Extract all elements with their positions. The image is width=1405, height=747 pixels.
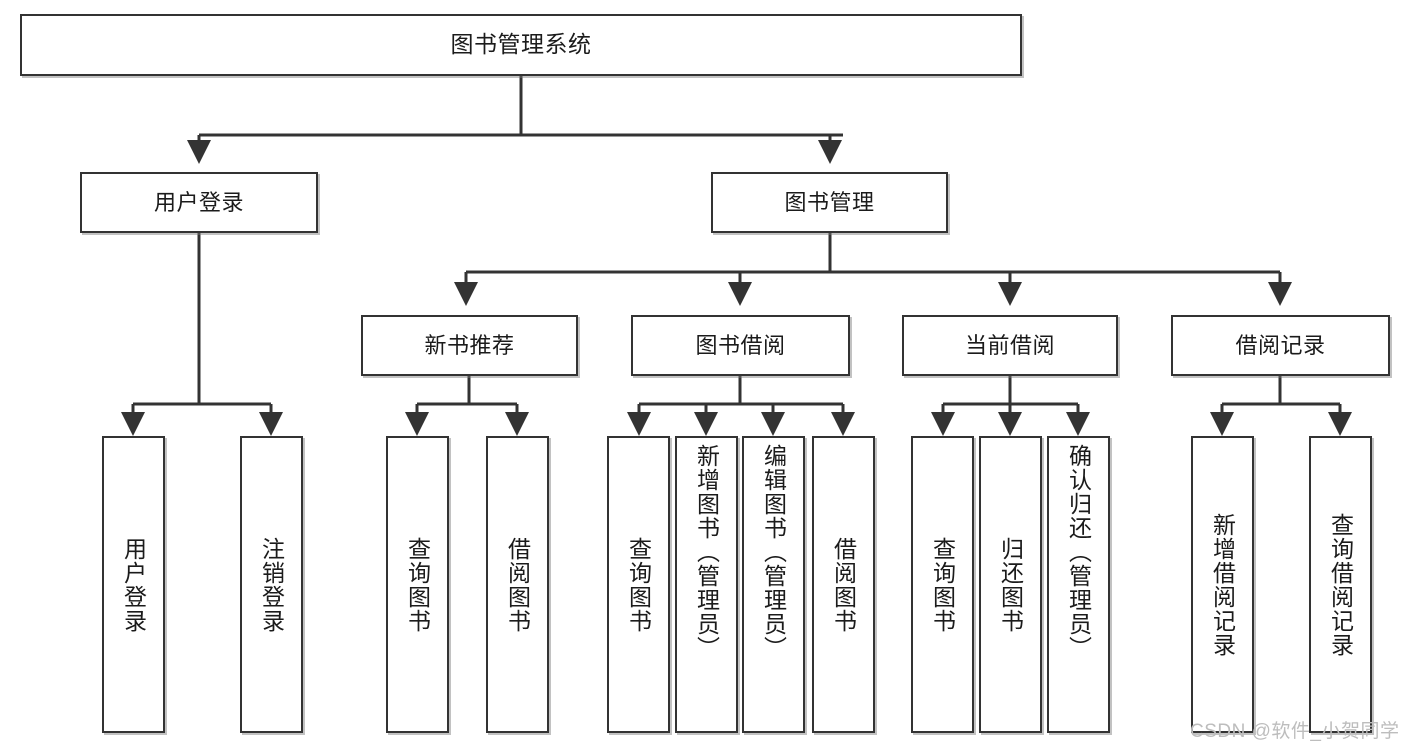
node-label: 新增图书（管理员） (693, 444, 720, 660)
node-user-login[interactable]: 用户登录 (80, 172, 318, 233)
node-current-borrow[interactable]: 当前借阅 (902, 315, 1118, 376)
leaf-add-book-admin[interactable]: 新增图书（管理员） (675, 436, 738, 733)
node-label: 注销登录 (258, 536, 285, 633)
node-borrow-record[interactable]: 借阅记录 (1171, 315, 1390, 376)
node-label: 用户登录 (153, 189, 244, 215)
node-label: 确认归还（管理员） (1065, 444, 1092, 660)
node-label: 编辑图书（管理员） (760, 444, 787, 660)
node-label: 归还图书 (997, 536, 1024, 633)
node-label: 借阅图书 (830, 536, 857, 633)
node-label: 图书借阅 (695, 332, 786, 358)
node-label: 查询图书 (625, 536, 652, 633)
leaf-edit-book-admin[interactable]: 编辑图书（管理员） (742, 436, 805, 733)
leaf-confirm-return-admin[interactable]: 确认归还（管理员） (1047, 436, 1110, 733)
node-label: 用户登录 (120, 536, 147, 633)
leaf-user-login[interactable]: 用户登录 (102, 436, 165, 733)
node-label: 借阅记录 (1235, 332, 1326, 358)
leaf-logout[interactable]: 注销登录 (240, 436, 303, 733)
leaf-return-book[interactable]: 归还图书 (979, 436, 1042, 733)
node-book-management[interactable]: 图书管理 (711, 172, 948, 233)
leaf-borrow-book[interactable]: 借阅图书 (812, 436, 875, 733)
node-label: 当前借阅 (964, 332, 1055, 358)
watermark-text: CSDN @软件_小贺同学 (1190, 721, 1400, 742)
node-label: 借阅图书 (504, 536, 531, 633)
node-new-book-recommend[interactable]: 新书推荐 (361, 315, 578, 376)
node-label: 图书管理系统 (450, 31, 592, 58)
leaf-borrow-book-recommend[interactable]: 借阅图书 (486, 436, 549, 733)
node-label: 查询图书 (929, 536, 956, 633)
node-label: 图书管理 (784, 189, 875, 215)
node-label: 新书推荐 (424, 332, 515, 358)
leaf-add-borrow-record[interactable]: 新增借阅记录 (1191, 436, 1254, 733)
leaf-query-book-recommend[interactable]: 查询图书 (386, 436, 449, 733)
leaf-query-borrow-record[interactable]: 查询借阅记录 (1309, 436, 1372, 733)
node-book-borrow[interactable]: 图书借阅 (631, 315, 850, 376)
node-label: 查询图书 (404, 536, 431, 633)
node-root-book-management-system[interactable]: 图书管理系统 (20, 14, 1022, 76)
leaf-query-book-borrow[interactable]: 查询图书 (607, 436, 670, 733)
node-label: 新增借阅记录 (1209, 512, 1236, 657)
leaf-query-book-current[interactable]: 查询图书 (911, 436, 974, 733)
node-label: 查询借阅记录 (1327, 512, 1354, 657)
